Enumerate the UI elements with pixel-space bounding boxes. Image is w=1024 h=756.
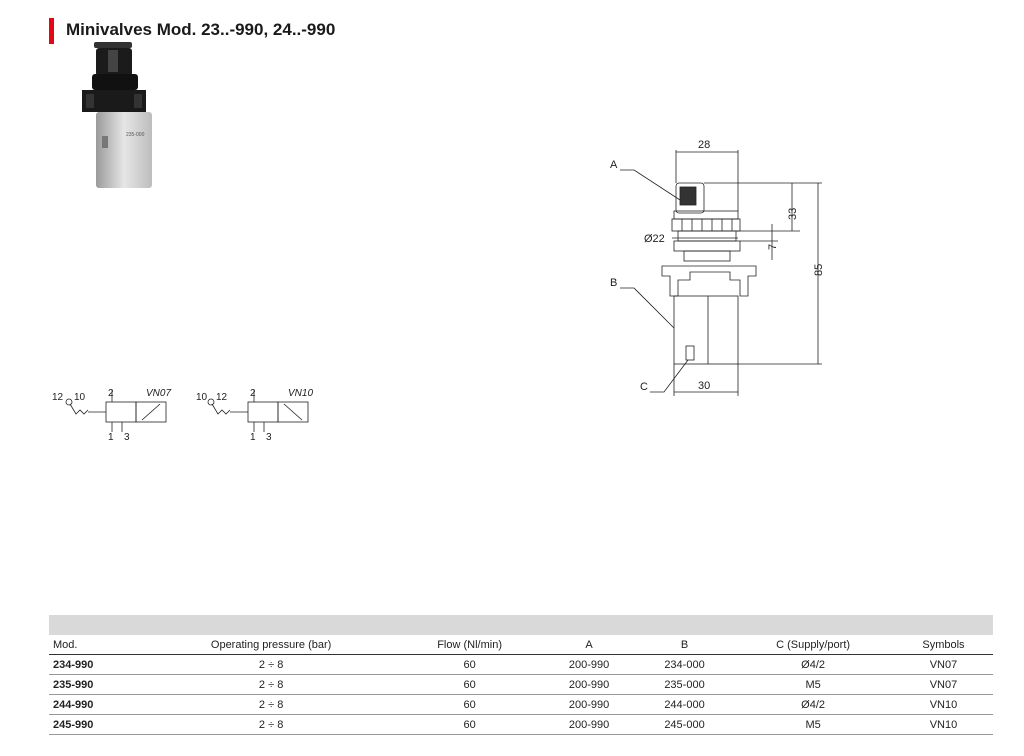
label-a: A (610, 159, 618, 171)
col-c: C (Supply/port) (732, 635, 894, 655)
table-row: 235-990 2 ÷ 8 60 200-990 235-000 M5 VN07 (49, 674, 993, 695)
title-accent-bar (49, 18, 54, 44)
svg-text:1: 1 (250, 432, 256, 442)
table-header-band (49, 615, 993, 635)
page-title: Minivalves Mod. 23..-990, 24..-990 (66, 20, 336, 39)
dim-top-width: 28 (698, 139, 710, 151)
dim-h85: 85 (813, 264, 825, 276)
symbol-code: VN10 (288, 388, 313, 399)
spec-table: Mod. Operating pressure (bar) Flow (Nl/m… (49, 635, 993, 735)
symbol-vn07: 12 10 2 VN07 1 3 (52, 388, 171, 442)
svg-text:12: 12 (52, 392, 64, 403)
col-mod: Mod. (49, 635, 145, 655)
label-b: B (610, 277, 617, 289)
col-pressure: Operating pressure (bar) (144, 635, 398, 655)
col-flow: Flow (Nl/min) (397, 635, 542, 655)
col-symbols: Symbols (893, 635, 993, 655)
table-row: 234-990 2 ÷ 8 60 200-990 234-000 Ø4/2 VN… (49, 654, 993, 675)
svg-text:2: 2 (250, 388, 256, 399)
svg-text:12: 12 (216, 392, 228, 403)
table-row: 244-990 2 ÷ 8 60 200-990 244-000 Ø4/2 VN… (49, 694, 993, 715)
symbol-code: VN07 (146, 388, 171, 399)
svg-text:3: 3 (124, 432, 130, 442)
svg-text:1: 1 (108, 432, 114, 442)
dimension-drawing: 28 33 7 85 Ø22 30 A B C (610, 139, 825, 396)
table-header-row: Mod. Operating pressure (bar) Flow (Nl/m… (49, 635, 993, 655)
dim-bottom-width: 30 (698, 380, 710, 392)
col-a: A (541, 635, 637, 655)
svg-text:10: 10 (196, 392, 208, 403)
photo-label: 235-000 (126, 132, 145, 138)
dim-h7: 7 (767, 244, 779, 250)
label-c: C (640, 381, 648, 393)
dim-h33: 33 (787, 208, 799, 220)
spec-table-container: Mod. Operating pressure (bar) Flow (Nl/m… (49, 615, 993, 735)
svg-text:2: 2 (108, 388, 114, 399)
dim-dia: Ø22 (644, 233, 665, 245)
svg-text:3: 3 (266, 432, 272, 442)
col-b: B (636, 635, 733, 655)
svg-text:10: 10 (74, 392, 86, 403)
product-photo: 235-000 (82, 42, 152, 188)
table-row: 245-990 2 ÷ 8 60 200-990 245-000 M5 VN10 (49, 714, 993, 735)
symbol-vn10: 10 12 2 VN10 1 3 (196, 388, 313, 442)
